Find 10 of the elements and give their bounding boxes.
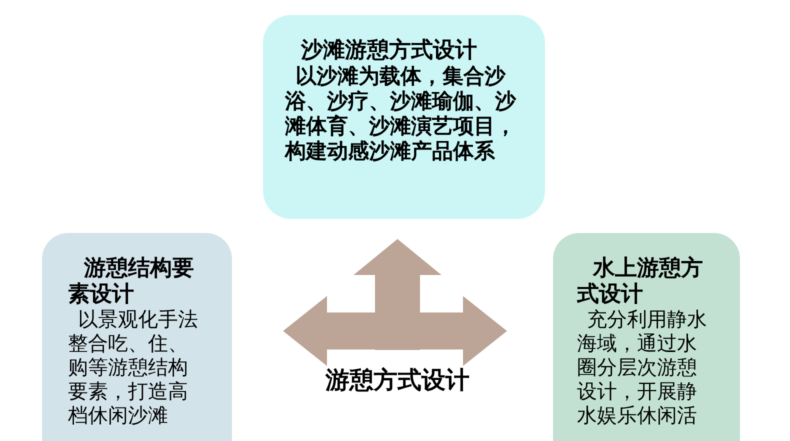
box-description: 以沙滩为载体，集合沙浴、沙疗、沙滩瑜伽、沙滩体育、沙滩演艺项目，构建动感沙滩产品体系 — [285, 63, 518, 163]
box-title: 游憩结构要素设计 — [68, 255, 195, 307]
center-label: 游憩方式设计 — [326, 368, 470, 396]
box-description: 充分利用静水海域，通过水圈分层次游憩设计，开展静水娱乐休闲活 — [577, 307, 708, 427]
rounded-box — [263, 15, 545, 219]
box-description: 以景观化手法整合吃、住、购等游憩结构要素，打造高档休闲沙滩 — [68, 307, 199, 427]
box-title: 沙滩游憩方式设计 — [300, 37, 478, 63]
box-title: 水上游憩方式设计 — [577, 255, 704, 307]
rounded-box — [553, 233, 740, 441]
rounded-box — [42, 233, 232, 441]
